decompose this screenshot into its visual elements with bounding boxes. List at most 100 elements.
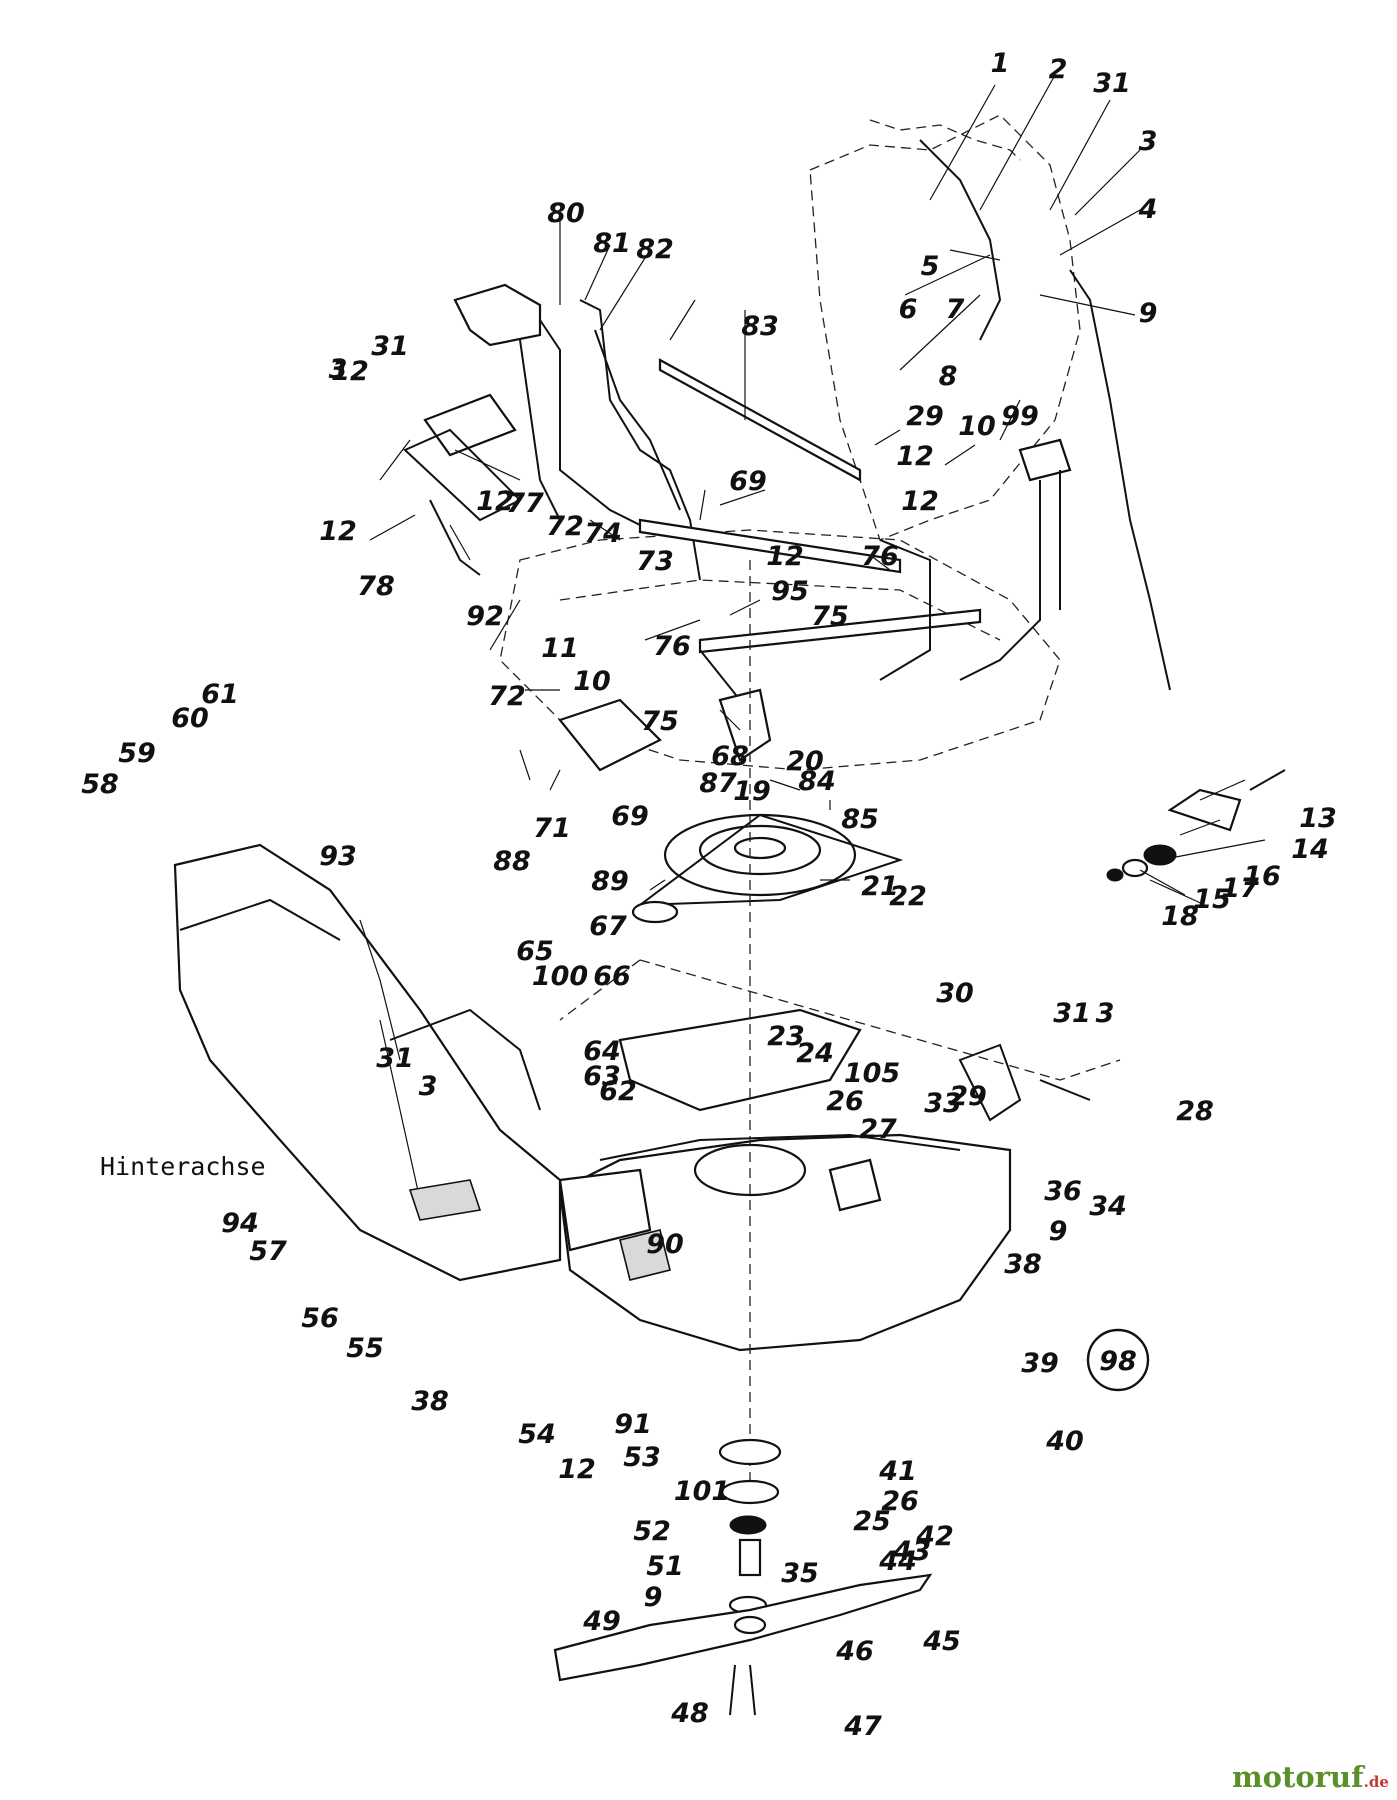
part-label: 36 xyxy=(1044,1176,1082,1207)
group-badge: 98 xyxy=(1099,1346,1137,1377)
spindle-and-blade xyxy=(553,560,933,1716)
part-label: 80 xyxy=(547,198,585,229)
part-label: 49 xyxy=(582,1606,621,1637)
part-label: 38 xyxy=(1004,1249,1042,1280)
part-label: 75 xyxy=(811,601,849,632)
part-label: 56 xyxy=(301,1303,339,1334)
part-label: 53 xyxy=(623,1442,661,1473)
part-label: 46 xyxy=(835,1636,874,1667)
mower-deck xyxy=(558,1008,1012,1352)
cable-bracket xyxy=(958,769,1286,1122)
part-label: 12 xyxy=(319,516,357,547)
part-label: 25 xyxy=(853,1506,891,1537)
part-label: 41 xyxy=(878,1456,917,1487)
part-label: 88 xyxy=(493,846,531,877)
part-label: 39 xyxy=(1021,1348,1059,1379)
part-label: 34 xyxy=(1089,1191,1127,1222)
part-label: 54 xyxy=(518,1419,556,1450)
part-label: 74 xyxy=(584,518,622,549)
part-label: 24 xyxy=(796,1038,834,1069)
leader-lines xyxy=(369,74,1266,906)
part-label: 61 xyxy=(201,679,239,710)
part-label: 75 xyxy=(641,706,679,737)
part-label: 76 xyxy=(861,541,899,572)
part-label: 35 xyxy=(781,1558,819,1589)
part-label: 18 xyxy=(1161,901,1199,932)
part-label: 5 xyxy=(921,251,940,282)
part-label: 72 xyxy=(488,681,526,712)
part-label: 38 xyxy=(411,1386,449,1417)
part-label: 71 xyxy=(533,813,571,844)
part-label: 19 xyxy=(733,776,771,807)
part-label: 65 xyxy=(516,936,554,967)
part-label: 47 xyxy=(843,1711,882,1742)
part-label: 31 xyxy=(1093,68,1131,99)
pulley-and-belt xyxy=(559,813,1121,1081)
part-label: 77 xyxy=(506,488,544,519)
part-label: 62 xyxy=(599,1076,637,1107)
watermark: motoruf.de xyxy=(1232,1760,1392,1796)
side-guard xyxy=(173,843,562,1282)
part-label: 13 xyxy=(1299,803,1337,834)
part-label: 31 xyxy=(376,1043,414,1074)
part-label: 55 xyxy=(346,1333,384,1364)
part-label: 26 xyxy=(826,1086,864,1117)
part-label: 68 xyxy=(711,741,749,772)
part-label: 22 xyxy=(889,881,927,912)
part-label: 72 xyxy=(546,511,584,542)
part-label: 89 xyxy=(591,866,629,897)
part-label: 11 xyxy=(541,633,579,664)
part-label: 51 xyxy=(646,1551,684,1582)
part-label: 31 xyxy=(371,331,409,362)
part-label: 58 xyxy=(81,769,119,800)
part-label: 95 xyxy=(771,576,809,607)
part-label: 45 xyxy=(922,1626,961,1657)
part-label: 40 xyxy=(1045,1426,1084,1457)
part-label: 26 xyxy=(881,1486,919,1517)
part-label: 15 xyxy=(1193,884,1231,915)
part-label: 57 xyxy=(249,1236,287,1267)
part-label: 69 xyxy=(611,801,649,832)
part-label: 23 xyxy=(767,1021,805,1052)
part-label: 20 xyxy=(786,746,824,777)
part-label: 84 xyxy=(798,766,836,797)
part-label: 10 xyxy=(958,411,996,442)
part-label: 85 xyxy=(841,804,879,835)
part-label: 12 xyxy=(901,486,939,517)
part-label: 28 xyxy=(1176,1096,1214,1127)
part-label: 64 xyxy=(583,1036,621,1067)
part-label: 63 xyxy=(583,1061,621,1092)
part-label: 6 xyxy=(899,294,918,325)
part-label: 4 xyxy=(1138,194,1158,225)
part-label: 67 xyxy=(589,911,627,942)
part-label: 90 xyxy=(646,1229,684,1260)
watermark-main: motoruf xyxy=(1232,1760,1364,1794)
part-label: 94 xyxy=(221,1208,259,1239)
part-label: 91 xyxy=(614,1409,652,1440)
part-label: 12 xyxy=(896,441,934,472)
part-label: 21 xyxy=(861,871,899,902)
part-label: 14 xyxy=(1291,834,1329,865)
part-label: 12 xyxy=(766,541,804,572)
part-label: 3 xyxy=(329,354,348,385)
part-label: 92 xyxy=(466,601,504,632)
part-label: 43 xyxy=(892,1536,931,1567)
part-label: 87 xyxy=(699,768,737,799)
part-label: 10 xyxy=(573,666,611,697)
part-label: 9 xyxy=(1049,1216,1068,1247)
watermark-suffix: .de xyxy=(1363,1773,1389,1791)
part-label: 3 xyxy=(1096,998,1115,1029)
part-label: 105 xyxy=(844,1058,900,1089)
part-label: 99 xyxy=(1001,401,1039,432)
part-label: 76 xyxy=(653,631,691,662)
part-label: 2 xyxy=(1049,54,1068,85)
part-label: 33 xyxy=(924,1088,962,1119)
part-label: 44 xyxy=(878,1546,917,1577)
part-label: 66 xyxy=(593,961,631,992)
part-label: 52 xyxy=(633,1516,671,1547)
part-label: 1 xyxy=(991,48,1010,79)
part-label: 69 xyxy=(729,466,767,497)
